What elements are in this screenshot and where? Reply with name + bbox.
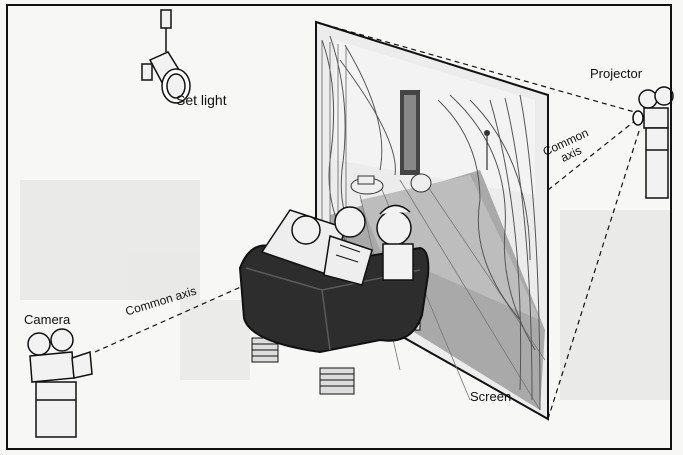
projector-label: Projector bbox=[590, 67, 642, 80]
screen-label: Screen bbox=[470, 390, 511, 403]
camera-label: Camera bbox=[24, 313, 70, 326]
set-light-label: Set light bbox=[176, 93, 227, 107]
projector-icon bbox=[633, 87, 673, 198]
car-icon bbox=[411, 174, 431, 192]
set-light-icon bbox=[142, 10, 190, 103]
camera-icon bbox=[28, 329, 92, 437]
car-icon bbox=[240, 205, 428, 394]
